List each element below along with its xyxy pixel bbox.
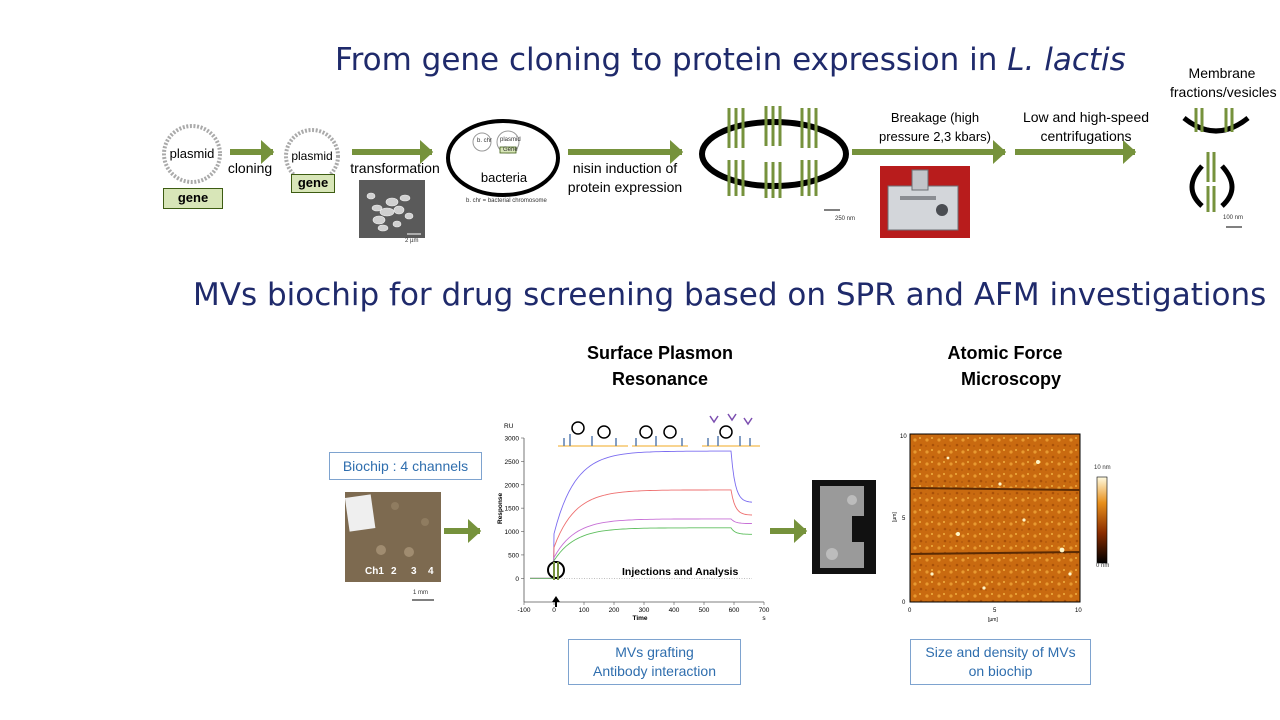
spr-x-axis-label: Time (632, 615, 647, 622)
gene-small-label: Gene (503, 147, 518, 153)
spr-y-tick-label: 1500 (505, 506, 520, 513)
spr-x-tick-label: 600 (729, 607, 740, 614)
afm-x-tick: 5 (993, 608, 997, 614)
biochip-image (345, 492, 441, 582)
injection-protein-icon (553, 562, 559, 580)
centrifugation-label: Low and high-speed centrifugations (1022, 109, 1150, 144)
spr-description-box: MVs grafting Antibody interaction (568, 639, 741, 685)
spr-series-line-1 (530, 450, 753, 579)
afm-heading-line1: Atomic Force (947, 343, 1063, 363)
spr-series-line-3 (530, 518, 753, 579)
biochip-scale-bar (412, 599, 434, 601)
grafted-chip-image (812, 480, 876, 574)
spr-x-unit-label: s (762, 615, 766, 622)
afm-x-tick: 0 (908, 608, 912, 614)
spr-x-tick-label: 700 (759, 607, 770, 614)
afm-topography-image: 10 5 0 0 5 10 [µm] [µm] (892, 433, 1082, 623)
afm-y-unit: [µm] (892, 512, 898, 522)
afm-y-tick: 0 (902, 600, 906, 606)
cloning-label: cloning (227, 160, 273, 176)
spr-y-tick-label: 2000 (505, 482, 520, 489)
bchr-legend: b. chr = bacterial chromosome (466, 198, 547, 204)
spr-y-tick-label: 0 (515, 576, 519, 583)
channel-label: 4 (428, 566, 434, 577)
bottom-title: MVs biochip for drug screening based on … (193, 277, 1267, 313)
afm-color-scale (1096, 476, 1108, 564)
spr-x-tick-label: 500 (699, 607, 710, 614)
afm-heading-line2: Microscopy (960, 369, 1062, 389)
spr-y-tick-label: 2500 (505, 459, 520, 466)
channel-label: 3 (411, 566, 417, 577)
afm-cbar-top-label: 10 nm (1094, 465, 1111, 471)
afm-y-tick: 5 (902, 516, 906, 522)
gene-box-2: gene (291, 174, 335, 193)
afm-box-line2: on biochip (968, 663, 1033, 679)
spr-x-tick-label: 200 (609, 607, 620, 614)
spr-x-tick-label: 0 (552, 607, 556, 614)
spr-x-tick-label: -100 (517, 607, 530, 614)
spr-axes: 0 500 1000 1500 2000 2500 3000 -100 0 100 200 300 40… (497, 423, 770, 622)
spr-y-tick-label: 1000 (505, 529, 520, 536)
afm-y-tick: 10 (900, 434, 907, 440)
spr-series-line-2 (530, 489, 753, 579)
bchr-label: b. chr (477, 138, 493, 144)
bacteria-sem-image (359, 180, 425, 238)
spr-series-line-4 (530, 527, 752, 579)
scale-100-label: 100 nm (1223, 215, 1244, 221)
spr-y-tick-label: 500 (508, 552, 519, 559)
spr-sensorgram: 0 500 1000 1500 2000 2500 3000 -100 0 100 200 300 40… (497, 413, 770, 622)
spr-y-tick-label: 3000 (505, 436, 520, 443)
afm-x-tick: 10 (1075, 608, 1082, 614)
plasmid-small-label: plasmid (500, 137, 521, 143)
bacteria-cell (446, 119, 560, 197)
spr-y-unit-label: RU (504, 423, 514, 430)
scale-250-label: 250 nm (835, 216, 856, 222)
spr-annotation: Injections and Analysis (622, 566, 738, 578)
afm-cbar-bottom-label: 0 nm (1096, 563, 1110, 569)
channel-label: Ch1 (365, 566, 384, 577)
spr-y-axis-label: Response (497, 493, 504, 524)
spr-x-tick-label: 400 (669, 607, 680, 614)
scale-bar-100 (1226, 226, 1242, 228)
spr-heading-line2: Resonance (611, 369, 709, 389)
spr-x-tick-label: 300 (639, 607, 650, 614)
biochip-scale-label: 1 mm (413, 590, 428, 596)
sem-scale-label: 2 µm (405, 238, 419, 244)
plasmid-circle-1 (162, 124, 222, 184)
vesicles-illustration (1182, 108, 1250, 212)
plasmid-label-2: plasmid (291, 149, 333, 163)
nisin-label: nisin induction of protein expression (567, 160, 683, 195)
bacteria-label: bacteria (480, 170, 528, 185)
spr-heading: Surface Plasmon Resonance (560, 340, 760, 392)
spr-heading-line1: Surface Plasmon (586, 343, 734, 363)
afm-heading: Atomic Force Microscopy (905, 340, 1105, 392)
spr-x-tick-label: 100 (579, 607, 590, 614)
biochip-label-box: Biochip : 4 channels (329, 452, 482, 480)
spr-box-line2: Antibody interaction (593, 663, 716, 679)
afm-x-unit: [µm] (988, 617, 998, 623)
top-title-organism: L. lactis (1007, 42, 1126, 78)
workflow-arrows (230, 140, 1137, 164)
spr-box-line1: MVs grafting (615, 644, 694, 660)
protein-expression-cell (699, 106, 849, 198)
high-pressure-device (880, 166, 970, 238)
spr-schematics (558, 413, 760, 447)
afm-box-line1: Size and density of MVs (925, 644, 1076, 660)
spr-series (530, 450, 753, 579)
transformation-label: transformation (350, 160, 440, 176)
scale-bar-250 (824, 209, 840, 211)
injection-vesicle-icon (547, 561, 565, 579)
channel-label: 2 (391, 566, 397, 577)
plasmid-label-1: plasmid (169, 146, 215, 161)
afm-description-box: Size and density of MVs on biochip (910, 639, 1091, 685)
breakage-label: Breakage (high pressure 2,3 kbars) (879, 110, 991, 144)
gene-box-1: gene (163, 188, 223, 209)
top-title: From gene cloning to protein expression … (335, 42, 1126, 78)
top-title-main: From gene cloning to protein expression … (335, 42, 1008, 78)
membrane-label: Membrane fractions/vesicles (1170, 65, 1277, 100)
injection-arrow-icon (552, 596, 560, 607)
